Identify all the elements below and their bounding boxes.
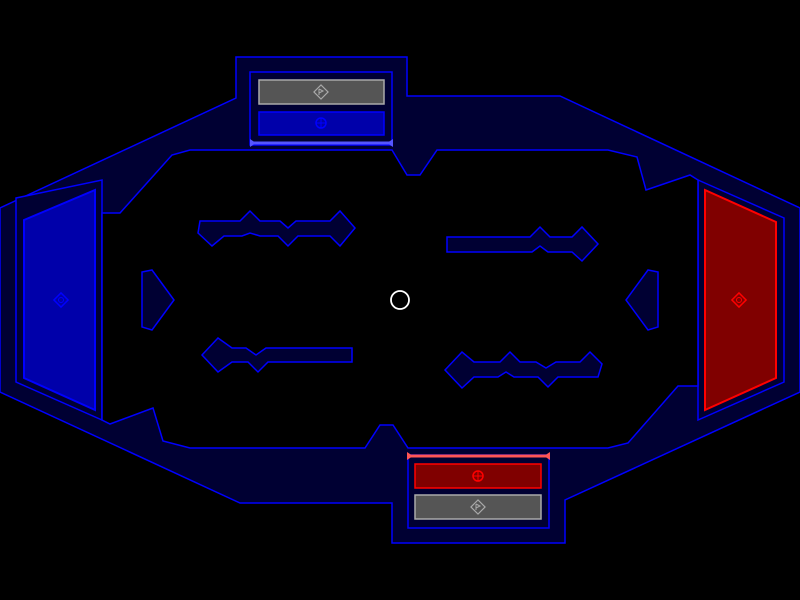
- obstacle-bottom-left: [200, 337, 353, 374]
- goal-target-icon: [52, 291, 70, 309]
- blue-gate: [250, 139, 393, 147]
- ball-icon: [315, 117, 327, 129]
- pause-icon: [470, 499, 486, 515]
- blue-goal: [23, 188, 96, 412]
- playing-field[interactable]: [101, 149, 699, 449]
- obstacle-left-bumper: [141, 269, 175, 331]
- pause-icon: [313, 84, 329, 100]
- obstacle-top-right: [446, 225, 600, 263]
- obstacle-top-left: [197, 209, 356, 248]
- ball-icon: [472, 470, 484, 482]
- red-goal: [704, 188, 777, 412]
- obstacle-bottom-right: [443, 350, 603, 390]
- obstacle-right-bumper: [625, 269, 659, 331]
- red-gate: [407, 452, 550, 460]
- goal-target-icon: [730, 291, 748, 309]
- game-ball[interactable]: [390, 290, 410, 310]
